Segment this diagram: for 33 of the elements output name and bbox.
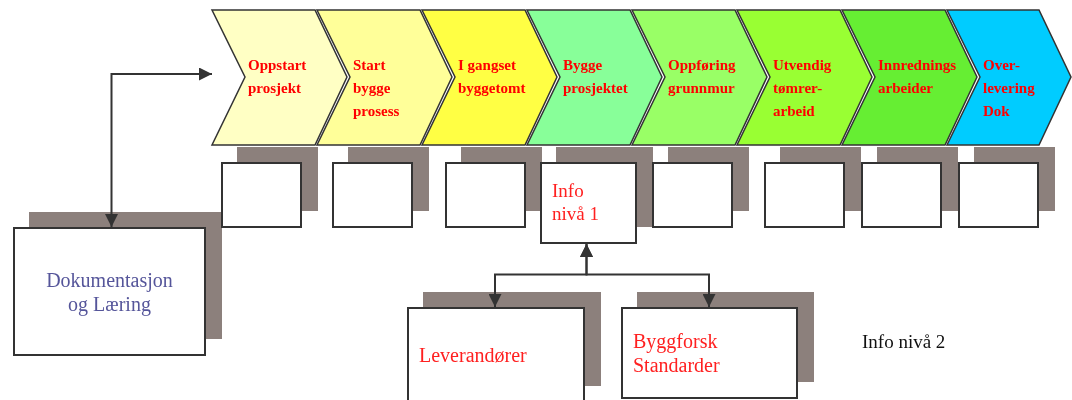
- empty-box: [958, 162, 1039, 228]
- process-step: [317, 10, 452, 145]
- box-label: Dokumentasjon og Læring: [45, 267, 174, 316]
- box-label: Info nivå 1: [552, 180, 600, 226]
- box-label: Byggforsk Standarder: [633, 329, 721, 377]
- note-label: Info nivå 2: [862, 331, 946, 353]
- empty-box: [221, 162, 302, 228]
- process-step: [212, 10, 347, 145]
- step-label: Oppstart prosjekt: [248, 56, 308, 98]
- process-step: [632, 10, 767, 145]
- connector-arrow: [105, 67, 213, 228]
- empty-box: [764, 162, 845, 228]
- info-box: [407, 307, 585, 400]
- process-step: [737, 10, 872, 145]
- process-step: [527, 10, 662, 145]
- empty-box: [861, 162, 942, 228]
- step-label: Innrednings arbeider: [878, 56, 958, 98]
- step-label: Oppføring grunnmur: [668, 56, 737, 98]
- info-box: [540, 162, 637, 244]
- info-box: [13, 227, 206, 356]
- empty-box: [445, 162, 526, 228]
- empty-box: [652, 162, 733, 228]
- connector-arrow: [580, 243, 716, 308]
- empty-box: [332, 162, 413, 228]
- step-label: Bygge prosjektet: [563, 56, 629, 98]
- step-label: Over- levering Dok: [983, 56, 1036, 121]
- step-label: Utvendig tømrer- arbeid: [773, 56, 833, 121]
- process-step: [842, 10, 977, 145]
- box-label: Leverandører: [419, 343, 527, 367]
- process-step: [422, 10, 557, 145]
- step-label: Start bygge prosess: [353, 56, 401, 121]
- info-box: [621, 307, 798, 399]
- step-label: I gangset byggetomt: [458, 56, 527, 98]
